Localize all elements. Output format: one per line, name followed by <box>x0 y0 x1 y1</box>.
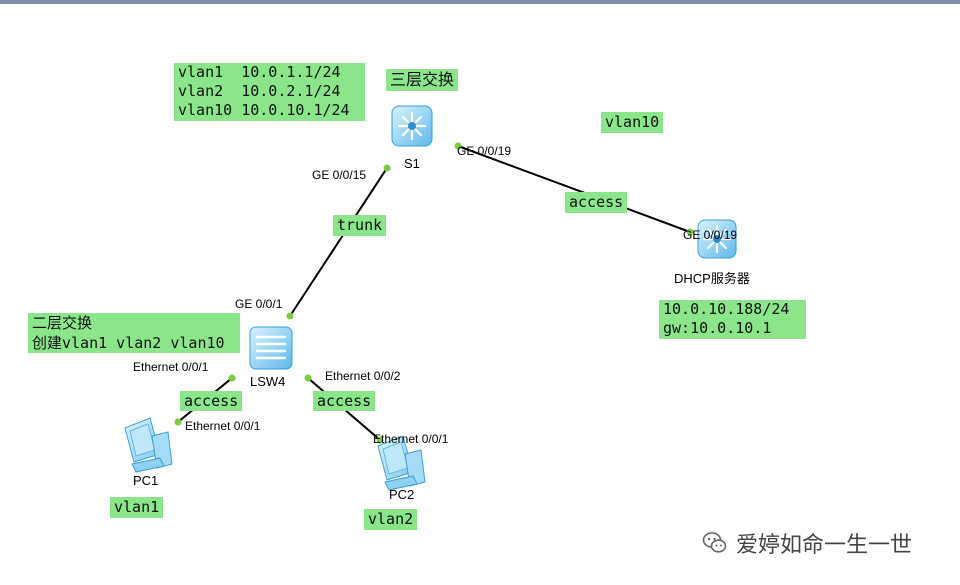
window-top-border <box>0 0 960 4</box>
s1-vlan1-line: vlan1 10.0.1.1/24 <box>178 63 341 81</box>
device-name-pc1[interactable]: PC1 <box>133 473 159 488</box>
link-mode-s1-dhcp: access <box>565 192 628 213</box>
l2-switch-icon[interactable] <box>249 326 293 370</box>
pc1-icon[interactable] <box>124 417 173 473</box>
watermark-text: 爱婷如命一生一世 <box>736 533 913 558</box>
layer2-switch-note: 二层交换创建vlan1 vlan2 vlan10 <box>28 313 240 353</box>
pc2-vlan-note: vlan2 <box>364 509 418 530</box>
device-name-pc2[interactable]: PC2 <box>389 487 415 502</box>
port-label-lsw4-eth1: Ethernet 0/0/1 <box>133 360 209 374</box>
port-label-pc1-eth1: Ethernet 0/0/1 <box>185 419 261 433</box>
dhcp-ip-line: 10.0.10.188/24 <box>663 300 790 318</box>
link-s1-lsw4[interactable] <box>289 167 388 317</box>
l3-switch-icon[interactable] <box>391 105 433 147</box>
port-dot-pc2-eth1 <box>376 436 384 444</box>
dhcp-server-icon[interactable] <box>697 219 737 259</box>
link-s1-dhcp[interactable] <box>457 145 691 233</box>
watermark: 爱婷如命一生一世 <box>702 527 912 559</box>
create-vlans-line: 创建vlan1 vlan2 vlan10 <box>32 334 225 352</box>
device-name-lsw4[interactable]: LSW4 <box>250 374 286 389</box>
link-mode-trunk: trunk <box>333 215 387 236</box>
wechat-logo-icon <box>702 532 727 553</box>
port-dot-s1-ge15 <box>383 164 391 172</box>
link-mode-lsw4-pc1: access <box>180 391 243 411</box>
port-dot-pc1-eth1 <box>174 418 182 426</box>
port-dot-lsw4-eth2 <box>304 374 312 382</box>
port-label-s1-ge15: GE 0/0/15 <box>312 168 367 182</box>
layer3-switch-note: 三层交换 <box>386 69 459 91</box>
port-dot-lsw4-ge1 <box>286 312 294 320</box>
dhcp-gw-line: gw:10.0.10.1 <box>663 319 772 337</box>
layer2-switch-title: 二层交换 <box>32 314 93 332</box>
port-label-dhcp-ge19: GE 0/0/19 <box>683 228 738 242</box>
device-name-s1[interactable]: S1 <box>404 156 420 171</box>
s1-vlan10-line: vlan10 10.0.10.1/24 <box>178 101 350 119</box>
dhcp-vlan-note: vlan10 <box>601 112 664 133</box>
device-name-dhcp[interactable]: DHCP服务器 <box>674 271 750 286</box>
port-dot-dhcp-ge19 <box>686 228 694 236</box>
port-label-pc2-eth1: Ethernet 0/0/1 <box>373 432 449 446</box>
link-mode-lsw4-pc2: access <box>313 391 376 411</box>
port-label-lsw4-eth2: Ethernet 0/0/2 <box>325 369 401 383</box>
pc1-vlan-note: vlan1 <box>110 497 164 518</box>
pc2-icon[interactable] <box>377 435 426 491</box>
port-dot-lsw4-eth1 <box>228 374 236 382</box>
port-label-lsw4-ge1: GE 0/0/1 <box>235 297 283 311</box>
s1-vlan2-line: vlan2 10.0.2.1/24 <box>178 82 341 100</box>
port-dot-s1-ge19 <box>454 142 462 150</box>
port-label-s1-ge19: GE 0/0/19 <box>457 144 512 158</box>
